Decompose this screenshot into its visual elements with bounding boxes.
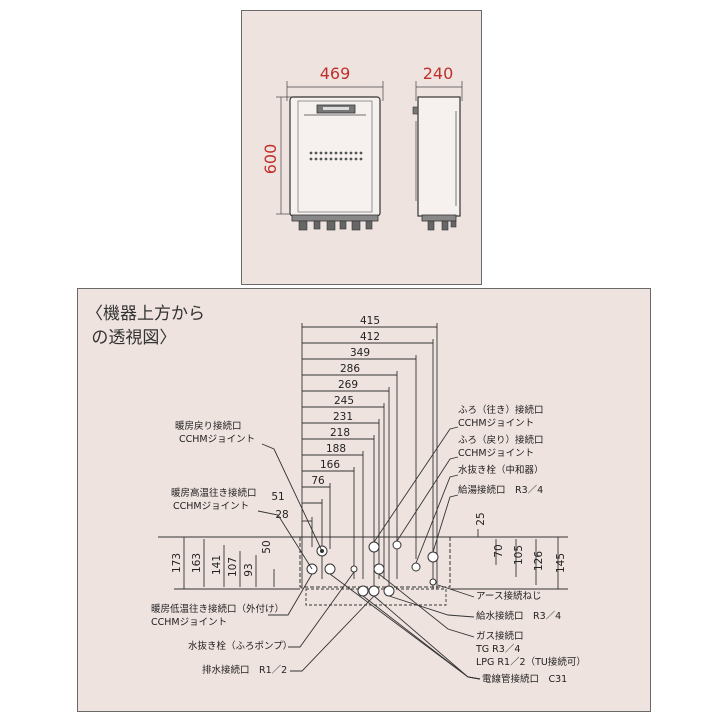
label-heating-return-sub: CCHMジョイント <box>179 434 255 445</box>
dim-28: 28 <box>275 509 288 521</box>
dim-415: 415 <box>360 315 380 327</box>
height-label: 600 <box>261 144 280 175</box>
vdim-141: 141 <box>211 555 223 575</box>
vertical-dimensions-right: 25 70 105 126 145 <box>450 512 568 590</box>
label-hot-water: 給湯接続口 R3／4 <box>458 484 543 496</box>
vdim-70: 70 <box>493 544 505 557</box>
connection-layout-drawing: 415 412 349 286 269 245 231 218 <box>151 315 586 685</box>
dim-245: 245 <box>334 395 354 407</box>
dim-51: 51 <box>271 491 284 503</box>
vdim-107: 107 <box>227 557 239 577</box>
label-drain-plug-pump: 水抜き栓（ふろポンプ） <box>188 640 292 652</box>
label-drain-plug-mid: 水抜き栓（中和器） <box>458 464 544 476</box>
label-bath-return: ふろ（戻り）接続口 <box>458 434 544 446</box>
dim-218: 218 <box>330 427 350 439</box>
label-bath-return-sub: CCHMジョイント <box>458 448 534 459</box>
vdim-163: 163 <box>191 553 203 573</box>
heater-side-view <box>412 96 461 231</box>
callouts-right: ふろ（往き）接続口 CCHMジョイント ふろ（戻り）接続口 CCHMジョイント … <box>329 404 586 685</box>
bottom-perspective-panel: 〈機器上方から の透視図〉 415 412 349 286 269 245 <box>77 288 651 712</box>
dim-166: 166 <box>320 459 340 471</box>
dim-76: 76 <box>311 475 325 487</box>
intake-grille <box>309 151 363 161</box>
vdim-93: 93 <box>243 563 255 576</box>
dim-349: 349 <box>350 347 370 359</box>
callouts-left: 暖房戻り接続口 CCHMジョイント 暖房高温往き接続口 CCHMジョイント 暖房… <box>151 420 375 676</box>
vdim-25: 25 <box>475 512 487 525</box>
dim-231: 231 <box>333 411 353 423</box>
label-conduit: 電線管接続口 C31 <box>482 673 567 685</box>
label-heating-high-supply: 暖房高温往き接続口 <box>171 487 257 499</box>
pipe-connections <box>306 540 439 597</box>
vdim-145: 145 <box>555 553 567 573</box>
width-label: 469 <box>320 64 351 83</box>
label-heating-low-supply: 暖房低温往き接続口（外付け） <box>151 603 284 615</box>
label-earth-screw: アース接続ねじ <box>476 590 541 602</box>
label-bath-supply: ふろ（往き）接続口 <box>458 404 544 416</box>
vdim-50: 50 <box>261 540 273 553</box>
label-heating-return: 暖房戻り接続口 <box>175 420 242 432</box>
external-dimensions-drawing: 469 240 600 <box>261 64 463 231</box>
vertical-dimensions-left: 173 163 141 107 93 50 <box>158 536 300 590</box>
label-heating-high-supply-sub: CCHMジョイント <box>173 501 249 512</box>
label-water-supply: 給水接続口 R3／4 <box>476 610 561 622</box>
heater-front-view <box>289 96 381 231</box>
depth-label: 240 <box>423 64 454 83</box>
label-drain-connection: 排水接続口 R1／2 <box>202 664 287 676</box>
dim-412: 412 <box>360 331 380 343</box>
vdim-126: 126 <box>533 551 545 571</box>
heading-line-1: 〈機器上方から <box>86 304 205 324</box>
label-gas-lpg: LPG R1／2（TU接続可） <box>476 656 586 668</box>
label-gas-tg: TG R3／4 <box>475 644 520 655</box>
dim-188: 188 <box>326 443 346 455</box>
external-dimensions-panel: 469 240 600 <box>241 10 482 285</box>
vdim-173: 173 <box>171 553 183 573</box>
heading-line-2: の透視図〉 <box>86 328 177 348</box>
label-heating-low-supply-sub: CCHMジョイント <box>151 617 227 628</box>
vdim-105: 105 <box>513 545 525 565</box>
label-gas: ガス接続口 <box>476 630 524 642</box>
dim-269: 269 <box>338 379 358 391</box>
horizontal-dimensions: 415 412 349 286 269 245 231 218 <box>271 315 438 589</box>
dim-286: 286 <box>340 363 360 375</box>
label-bath-supply-sub: CCHMジョイント <box>458 418 534 429</box>
